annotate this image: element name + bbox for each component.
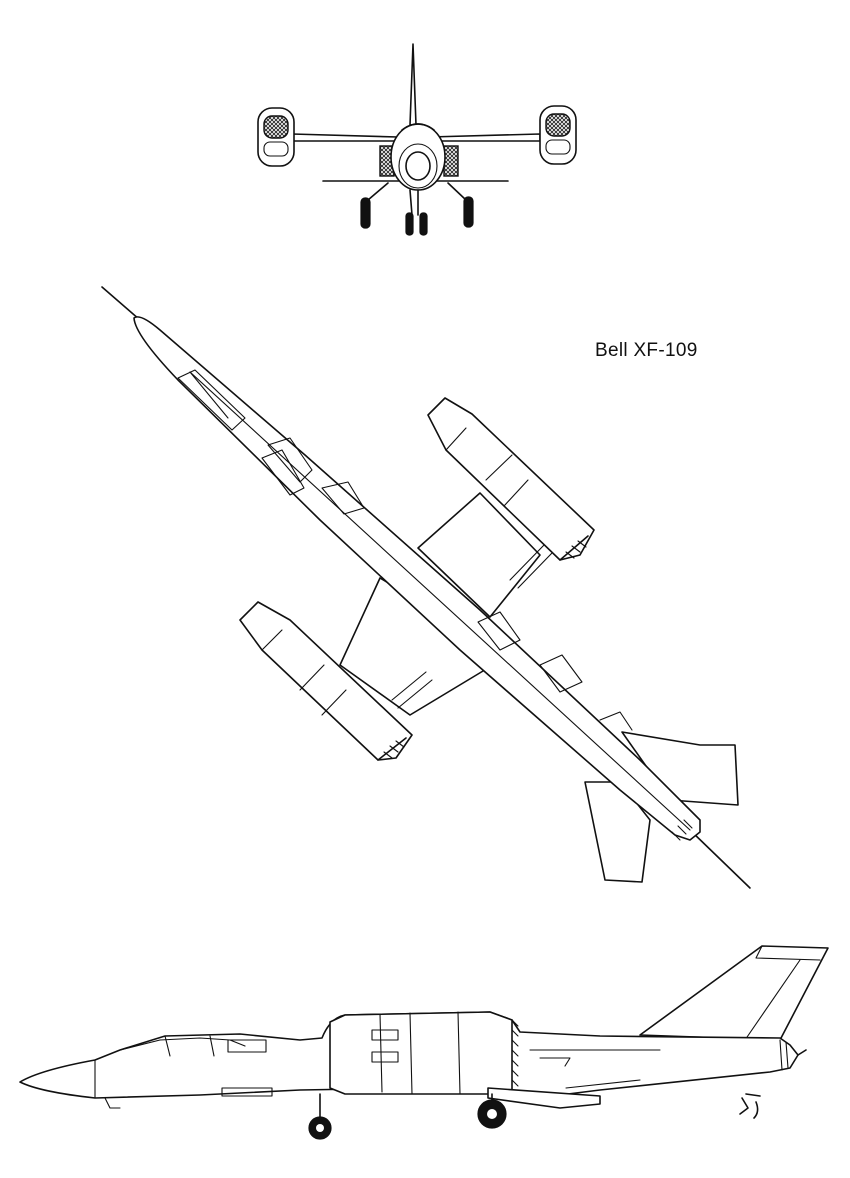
front-wing-left [291, 133, 399, 142]
top-nacelle-upper [427, 397, 595, 561]
top-view [101, 286, 751, 889]
front-view [257, 43, 577, 236]
front-intake-right [443, 145, 459, 177]
front-nacelle-right [539, 105, 577, 165]
top-wing-right [417, 492, 541, 618]
drawing-title: Bell XF-109 [595, 340, 698, 361]
signature-mark [739, 1093, 761, 1119]
front-nacelle-left [257, 107, 295, 167]
front-fin [409, 43, 417, 126]
front-wheel-right [463, 196, 474, 228]
side-view [19, 945, 829, 1140]
side-engine-pod [329, 1011, 513, 1095]
front-nose-wheel-b [419, 212, 428, 236]
front-wheel-left [360, 197, 371, 229]
front-wing-right [429, 133, 541, 142]
front-nose-wheel-a [405, 212, 414, 236]
top-nacelle-lower [239, 601, 413, 761]
